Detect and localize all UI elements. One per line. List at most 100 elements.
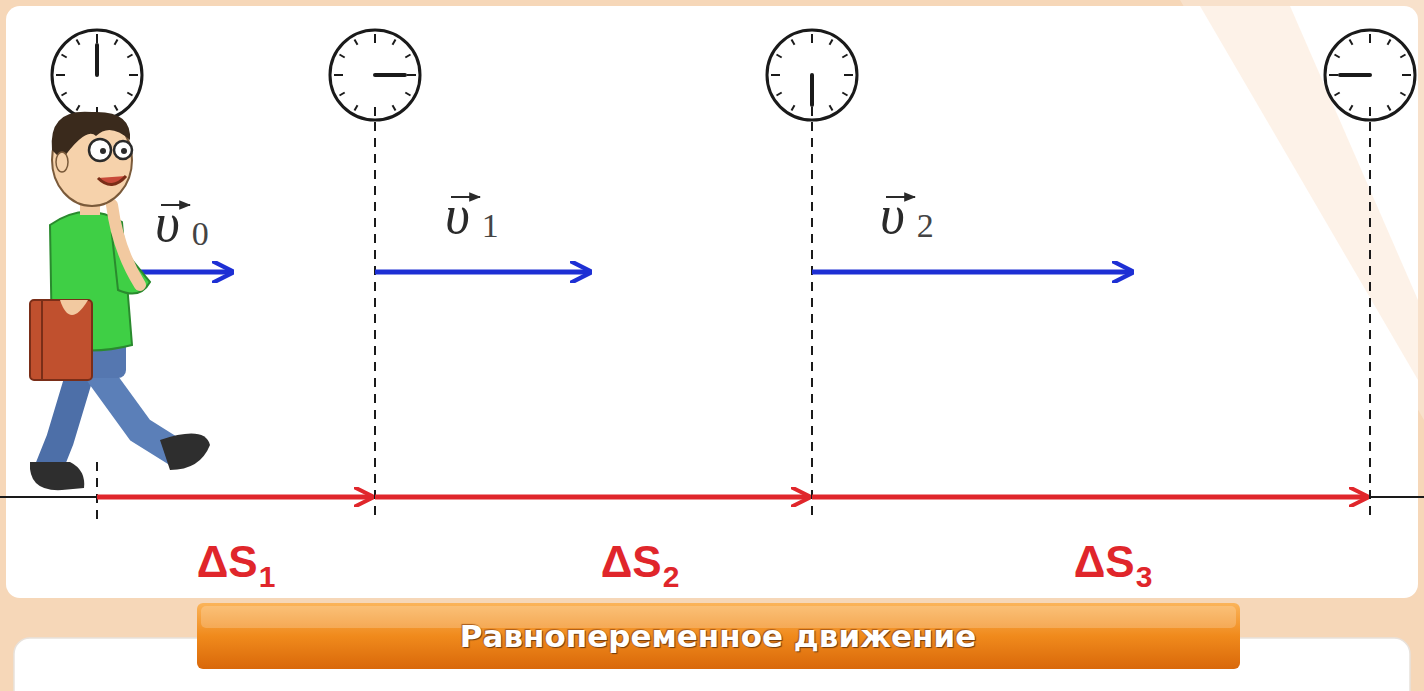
drawing-part: [374, 34, 376, 43]
drawing-part: [6, 6, 1418, 598]
drawing-part: [112, 205, 140, 285]
drawing-part: [115, 105, 118, 110]
drawing-part: [1329, 74, 1338, 76]
drawing-part: [355, 39, 358, 44]
drawing-part: [77, 39, 80, 44]
drawing-part: [339, 93, 344, 96]
drawing-part: [792, 105, 795, 110]
drawing-part: [127, 93, 132, 96]
drawing-part: [339, 55, 344, 58]
displacement-label: ΔS2: [601, 540, 680, 584]
axis-line: [0, 496, 1424, 498]
drawing-part: [41, 300, 43, 380]
clock-icon: [52, 30, 142, 120]
drawing-part: [100, 148, 106, 154]
drawing-part: [1388, 39, 1391, 44]
drawing-part: [375, 73, 405, 77]
drawing-part: [89, 139, 111, 161]
drawing-part: [1400, 55, 1405, 58]
drawing-part: [96, 34, 98, 43]
drawing-part: [1369, 122, 1371, 522]
drawing-part: [1369, 107, 1371, 116]
drawing-part: [1400, 93, 1405, 96]
drawing-part: [776, 93, 781, 96]
drawing-part: [129, 74, 138, 76]
drawing-part: [95, 45, 99, 75]
drawing-part: [767, 30, 857, 120]
drawing-part: [52, 30, 142, 120]
drawing-part: [812, 495, 1367, 500]
drawing-part: [97, 495, 372, 500]
drawing-part: [1325, 30, 1415, 120]
drawing-part: [77, 105, 80, 110]
drawing-part: [30, 462, 84, 490]
drawing-part: [127, 55, 132, 58]
velocity-label: υ0: [155, 196, 209, 250]
drawing-part: [1200, 6, 1418, 380]
drawing-part: [407, 74, 416, 76]
drawing-part: [811, 34, 813, 43]
drawing-part: [393, 105, 396, 110]
clock-icon: [767, 30, 857, 120]
drawing-part: [197, 603, 1240, 669]
displacement-arrows: [97, 495, 1367, 500]
drawing-part: [1340, 73, 1370, 77]
title-banner: [197, 603, 1240, 669]
drawing-part: [812, 270, 1132, 275]
drawing-part: [1402, 74, 1411, 76]
drawing-part: [1369, 34, 1371, 43]
drawing-part: [114, 141, 132, 159]
drawing-part: [330, 30, 420, 120]
velocity-label: υ1: [445, 188, 499, 242]
displacement-label: ΔS1: [197, 540, 276, 584]
drawing-part: [30, 300, 92, 380]
velocity-arrows: [100, 270, 1132, 275]
drawing-part: [115, 39, 118, 44]
drawing-part: [1388, 105, 1391, 110]
drawing-part: [810, 75, 814, 105]
clock-icons: [52, 30, 1415, 120]
title-text: Равнопеременное движение: [460, 621, 976, 652]
drawing-part: [405, 93, 410, 96]
drawing-part: [121, 148, 127, 154]
drawing-part: [811, 122, 813, 522]
displacement-label: ΔS3: [1074, 540, 1153, 584]
drawing-part: [61, 55, 66, 58]
drawing-part: [60, 300, 88, 315]
velocity-label: υ2: [880, 188, 934, 242]
drawing-part: [393, 39, 396, 44]
drawing-part: [56, 152, 68, 172]
dashed-guides: [97, 122, 1370, 522]
clock-icon: [330, 30, 420, 120]
drawing-part: [56, 74, 65, 76]
drawing-part: [842, 55, 847, 58]
drawing-part: [96, 462, 98, 522]
drawing-part: [1334, 55, 1339, 58]
vector-signs: [161, 197, 915, 205]
drawing-part: [355, 105, 358, 110]
drawing-part: [374, 107, 376, 116]
drawing-part: [776, 55, 781, 58]
drawing-part: [842, 93, 847, 96]
drawing-part: [1350, 39, 1353, 44]
clock-icon: [1325, 30, 1415, 120]
drawing-part: [844, 74, 853, 76]
drawing-part: [405, 55, 410, 58]
drawing-part: [61, 93, 66, 96]
drawing-part: [374, 122, 376, 522]
drawing-part: [98, 176, 126, 185]
drawing-part: [334, 74, 343, 76]
drawing-part: [375, 270, 590, 275]
drawing-part: [771, 74, 780, 76]
drawing-part: [792, 39, 795, 44]
drawing-part: [1350, 105, 1353, 110]
drawing-part: [375, 495, 809, 500]
walking-student: [30, 112, 210, 490]
drawing-part: [830, 39, 833, 44]
drawing-part: [811, 107, 813, 116]
drawing-part: [160, 434, 210, 470]
